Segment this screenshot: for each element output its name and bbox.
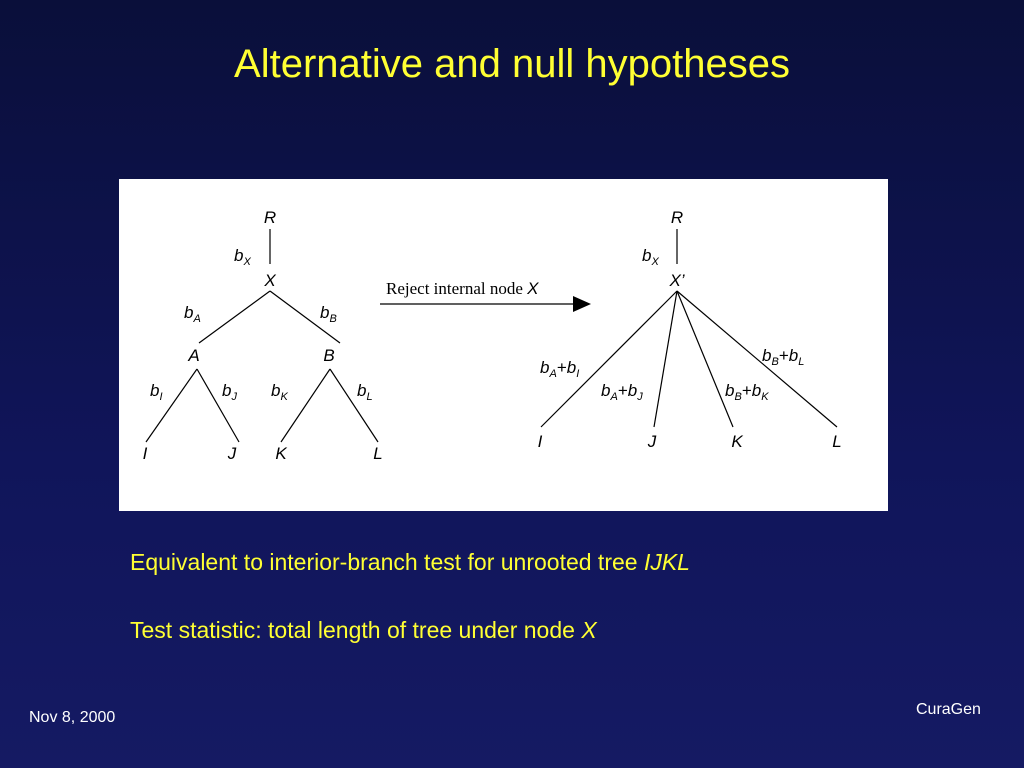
left-leaf-k: K xyxy=(275,444,287,463)
footer-brand: CuraGen xyxy=(916,701,981,718)
right-edge-x-k xyxy=(676,290,734,428)
reject-arrow-label: Reject internal node X xyxy=(386,279,539,298)
left-leaf-l: L xyxy=(373,444,382,463)
right-leaf-j: J xyxy=(647,432,657,451)
footer-date: Nov 8, 2000 xyxy=(29,709,116,726)
right-branch-bb-bl: bB+bL xyxy=(762,346,804,368)
left-branch-bl: bL xyxy=(357,381,373,403)
left-branch-bk: bK xyxy=(271,381,288,403)
right-node-r: R xyxy=(671,208,683,227)
right-edge-x-l xyxy=(676,290,838,428)
left-leaf-i: I xyxy=(143,444,148,463)
left-branch-ba: bA xyxy=(184,303,201,325)
left-node-a: A xyxy=(187,346,199,365)
right-branch-ba-bi: bA+bI xyxy=(540,358,579,380)
left-branch-bx: bX xyxy=(234,246,251,268)
left-edge-b-k xyxy=(280,368,331,443)
right-leaf-k: K xyxy=(731,432,743,451)
left-node-x: X xyxy=(263,271,276,290)
left-leaf-j: J xyxy=(227,444,237,463)
right-edge-x-i xyxy=(540,290,678,428)
left-branch-bb: bB xyxy=(320,303,337,325)
right-edge-x-j xyxy=(653,290,678,428)
right-branch-bx: bX xyxy=(642,246,659,268)
left-node-b: B xyxy=(323,346,334,365)
right-leaf-i: I xyxy=(538,432,543,451)
statement-test-statistic: Test statistic: total length of tree und… xyxy=(130,617,597,643)
left-edge-b-l xyxy=(329,368,379,443)
left-edge-a-i xyxy=(145,368,198,443)
left-edge-x-a xyxy=(198,290,271,344)
left-edge-x-b xyxy=(269,290,341,344)
left-branch-bj: bJ xyxy=(222,381,237,403)
left-edge-a-j xyxy=(196,368,240,443)
diagram-panel: R X A B I J K L bX bA bB bI bJ bK bL Rej… xyxy=(119,179,888,511)
left-branch-bi: bI xyxy=(150,381,163,403)
right-node-x-prime: X’ xyxy=(668,271,684,290)
reject-arrow-head xyxy=(573,296,591,312)
left-tree xyxy=(145,229,379,443)
right-leaf-l: L xyxy=(832,432,841,451)
statement-equivalent: Equivalent to interior-branch test for u… xyxy=(130,549,690,575)
right-branch-bb-bk: bB+bK xyxy=(725,381,769,403)
slide-title: Alternative and null hypotheses xyxy=(234,42,790,86)
right-tree xyxy=(540,229,838,428)
right-branch-ba-bj: bA+bJ xyxy=(601,381,643,403)
left-node-r: R xyxy=(264,208,276,227)
hypotheses-diagram: R X A B I J K L bX bA bB bI bJ bK bL Rej… xyxy=(143,208,842,463)
